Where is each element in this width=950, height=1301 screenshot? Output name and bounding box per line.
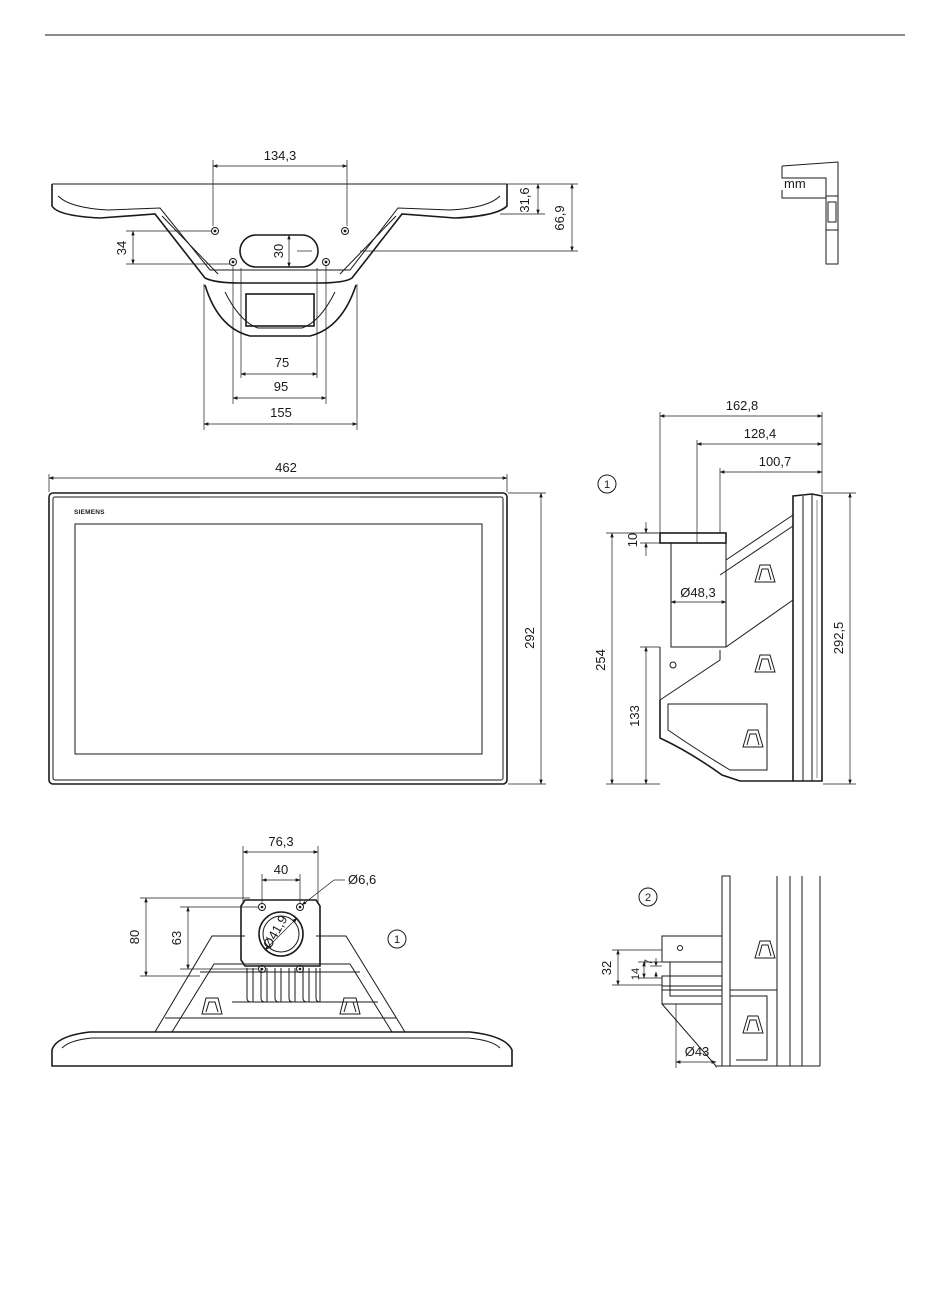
- dim-254: 254: [593, 649, 608, 671]
- bottom-view: 1 76,3 40 Ø6,6 Ø41,9 80 63: [52, 834, 512, 1066]
- caliper-icon: mm: [782, 162, 838, 264]
- units-label: mm: [784, 176, 806, 191]
- dim-292-5: 292,5: [831, 622, 846, 655]
- dim-d41-9: Ø41,9: [260, 913, 291, 951]
- dim-128-4: 128,4: [744, 426, 777, 441]
- detail-view: 2 32 14 7: [599, 876, 820, 1068]
- dim-133: 133: [627, 705, 642, 727]
- dim-34: 34: [114, 241, 129, 255]
- dim-292: 292: [522, 627, 537, 649]
- dim-d48-3: Ø48,3: [680, 585, 715, 600]
- side-view: 1 162,8 128,4 100,7: [593, 398, 856, 784]
- dim-d6-6: Ø6,6: [348, 872, 376, 887]
- dim-14: 14: [630, 968, 642, 980]
- dim-30: 30: [271, 244, 286, 258]
- dim-75: 75: [275, 355, 289, 370]
- dim-95: 95: [274, 379, 288, 394]
- callout-2: 2: [645, 892, 651, 904]
- dim-32: 32: [599, 961, 614, 975]
- dim-462: 462: [275, 460, 297, 475]
- callout-1-bottom: 1: [394, 934, 400, 946]
- dim-31-6: 31,6: [517, 187, 532, 212]
- dim-7: 7: [643, 959, 655, 965]
- front-view: SIEMENS 462 292: [49, 460, 546, 784]
- dim-40: 40: [274, 862, 288, 877]
- dim-66-9: 66,9: [552, 205, 567, 230]
- dim-100-7: 100,7: [759, 454, 792, 469]
- dim-10: 10: [625, 533, 640, 547]
- dim-155: 155: [270, 405, 292, 420]
- top-view: 134,3 31,6 66,9 34 30 75 95 155: [52, 148, 578, 430]
- dim-d43: Ø43: [685, 1044, 710, 1059]
- brand-logo: SIEMENS: [74, 509, 105, 516]
- callout-1-side: 1: [604, 479, 610, 491]
- dim-63: 63: [169, 931, 184, 945]
- dim-162-8: 162,8: [726, 398, 759, 413]
- dim-80: 80: [127, 930, 142, 944]
- dim-76-3: 76,3: [268, 834, 293, 849]
- dim-134-3: 134,3: [264, 148, 297, 163]
